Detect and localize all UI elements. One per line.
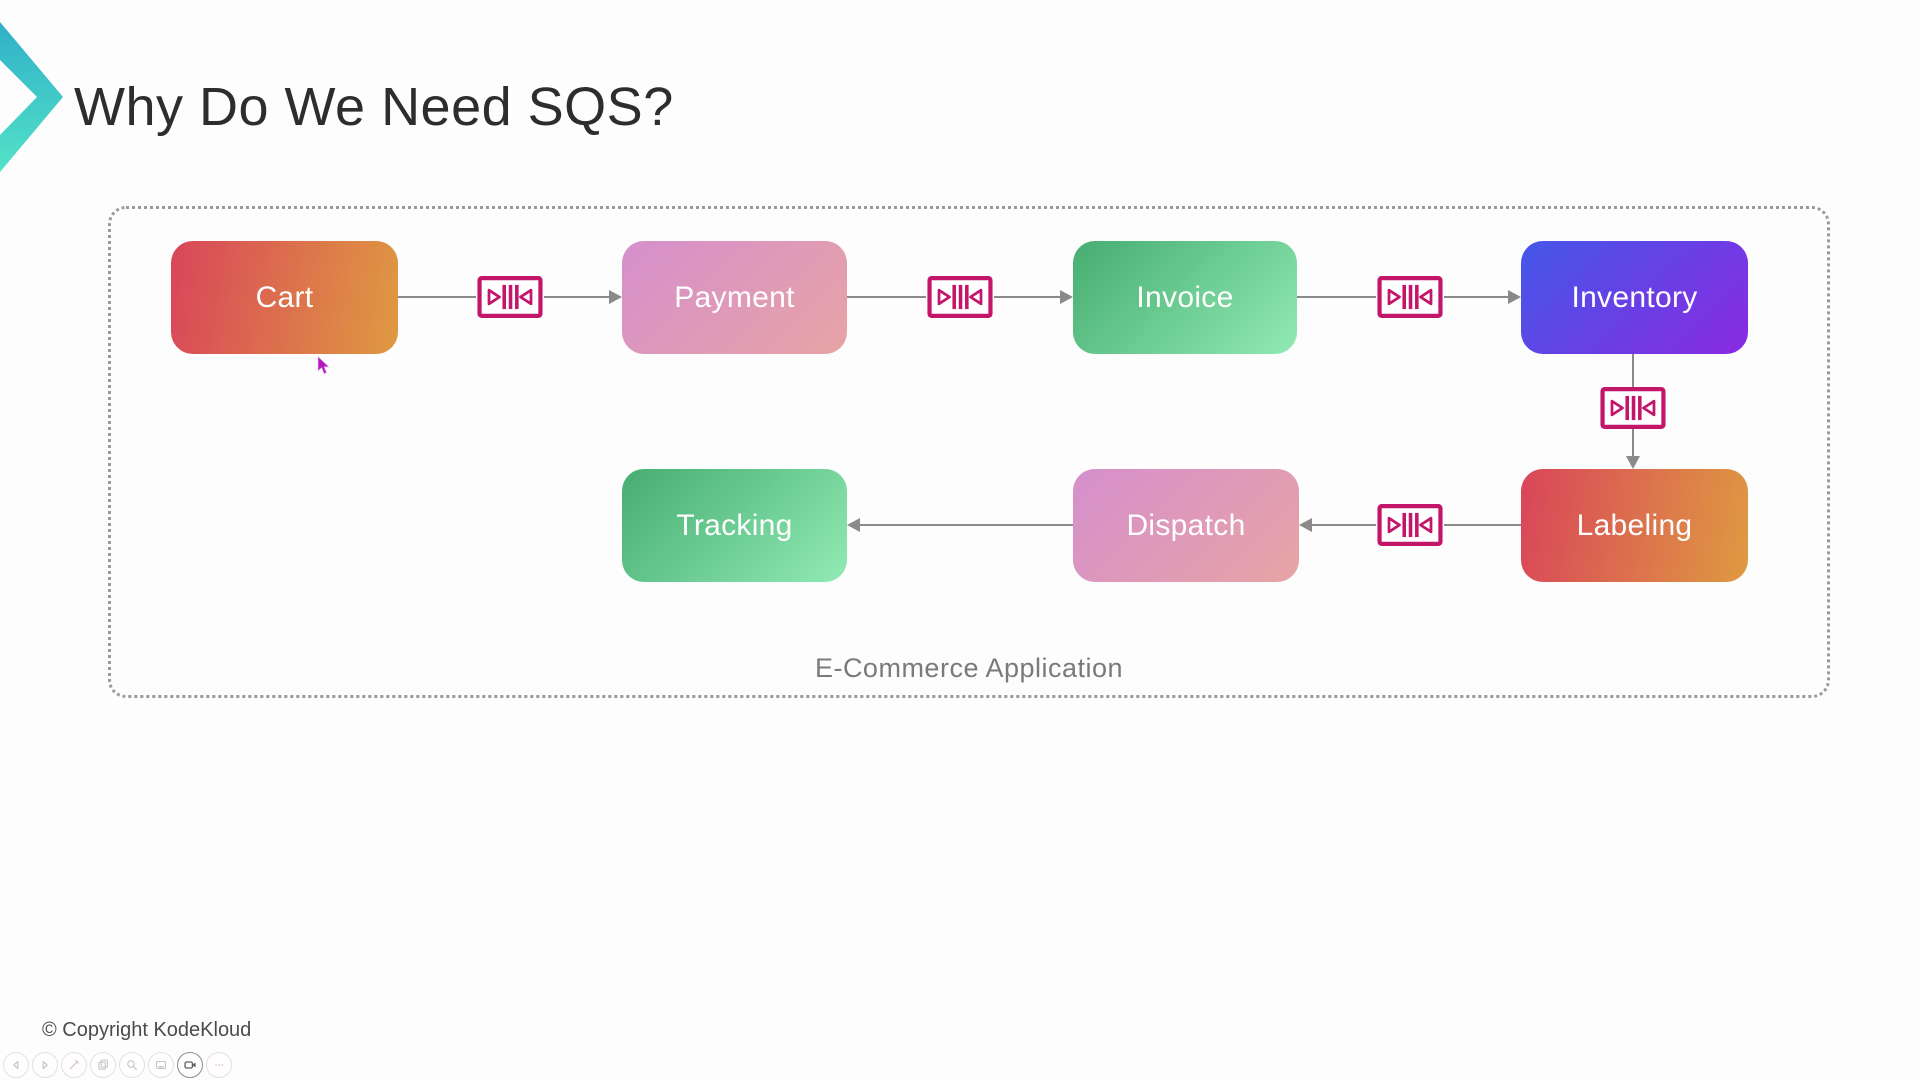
node-labeling: Labeling — [1521, 469, 1748, 582]
edge-queue-dispatch — [1312, 524, 1376, 526]
copy-button[interactable] — [90, 1052, 116, 1078]
screen-button[interactable] — [148, 1052, 174, 1078]
previous-button[interactable] — [3, 1052, 29, 1078]
slide-title: Why Do We Need SQS? — [74, 77, 674, 137]
queue-icon — [1599, 387, 1667, 429]
node-inventory: Inventory — [1521, 241, 1748, 354]
node-tracking: Tracking — [622, 469, 847, 582]
node-dispatch-label: Dispatch — [1126, 508, 1246, 542]
arrowhead-right-icon — [609, 290, 622, 304]
arrowhead-right-icon — [1508, 290, 1521, 304]
kodekloud-logo-chevron-icon — [0, 22, 63, 172]
edge-inventory-queue — [1632, 354, 1634, 387]
edge-cart-queue — [398, 296, 476, 298]
edge-payment-queue — [847, 296, 926, 298]
ellipsis-icon — [215, 1064, 223, 1066]
ecommerce-application-boundary — [108, 206, 1830, 698]
edge-queue-payment — [544, 296, 609, 298]
copy-icon — [98, 1059, 108, 1070]
node-payment: Payment — [622, 241, 847, 354]
queue-icon — [926, 276, 994, 318]
node-payment-label: Payment — [674, 280, 795, 314]
node-cart: Cart — [171, 241, 398, 354]
edge-labeling-queue — [1444, 524, 1521, 526]
annotate-button[interactable] — [61, 1052, 87, 1078]
mouse-cursor-icon — [317, 356, 330, 375]
edge-dispatch-tracking — [860, 524, 1073, 526]
magnifier-icon — [127, 1060, 138, 1071]
arrowhead-left-icon — [1299, 518, 1312, 532]
diagram-caption: E-Commerce Application — [814, 653, 1124, 683]
node-tracking-label: Tracking — [676, 508, 793, 542]
arrowhead-left-icon — [847, 518, 860, 532]
arrowhead-right-icon — [1060, 290, 1073, 304]
chevron-left-icon — [13, 1060, 19, 1070]
node-cart-label: Cart — [255, 280, 314, 314]
node-dispatch: Dispatch — [1073, 469, 1299, 582]
arrowhead-down-icon — [1626, 456, 1640, 469]
node-invoice: Invoice — [1073, 241, 1297, 354]
edge-queue-inventory — [1444, 296, 1508, 298]
node-labeling-label: Labeling — [1576, 508, 1693, 542]
camera-button[interactable] — [177, 1052, 203, 1078]
queue-icon — [476, 276, 544, 318]
chevron-right-icon — [42, 1060, 48, 1070]
more-button[interactable] — [206, 1052, 232, 1078]
queue-icon — [1376, 276, 1444, 318]
next-button[interactable] — [32, 1052, 58, 1078]
screen-icon — [155, 1060, 167, 1070]
zoom-button[interactable] — [119, 1052, 145, 1078]
node-inventory-label: Inventory — [1571, 280, 1698, 314]
pencil-icon — [69, 1060, 79, 1070]
copyright-text: © Copyright KodeKloud — [42, 1019, 252, 1041]
queue-icon — [1376, 504, 1444, 546]
video-camera-icon — [183, 1061, 196, 1069]
edge-queue-labeling — [1632, 429, 1634, 456]
edge-invoice-queue — [1297, 296, 1376, 298]
edge-queue-invoice — [994, 296, 1060, 298]
node-invoice-label: Invoice — [1136, 280, 1234, 314]
